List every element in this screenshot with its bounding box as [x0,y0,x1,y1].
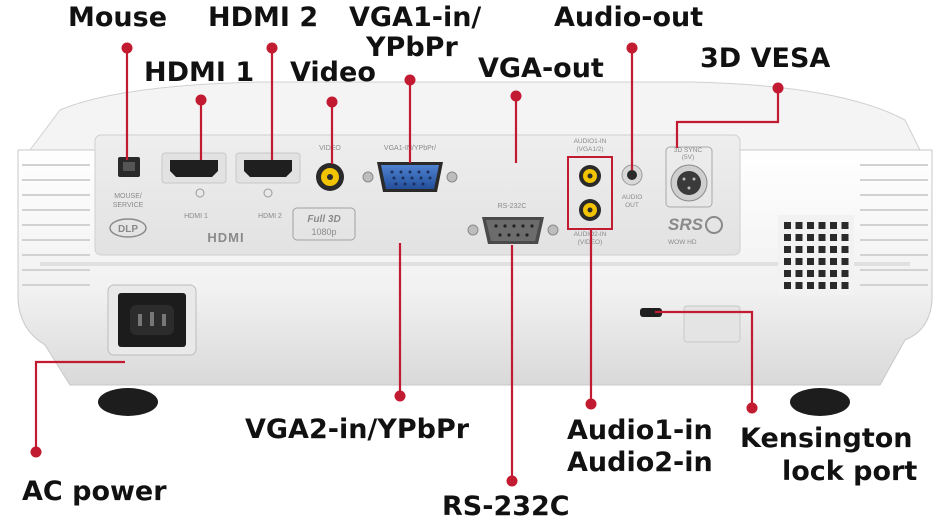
grille-hole [795,246,803,253]
grille-hole [830,270,837,277]
grille-hole [841,282,849,289]
audio2-in-jack [579,199,601,221]
grille-hole [784,282,791,289]
label-audio12-line1: Audio1-in [567,415,713,446]
audio1-panel-text: AUDIO1-IN [574,138,607,145]
hdmi1-panel-text: HDMI 1 [184,213,208,220]
audio1-panel-text-2: (VGA1/2) [576,146,603,153]
grille-hole [795,258,803,265]
label-mouse: Mouse [68,2,168,33]
grille-hole [830,258,837,265]
grille-hole [795,270,803,277]
audio-out-panel-text-2: OUT [625,202,639,209]
grille-hole [807,270,814,277]
label-vga2: VGA2-in/YPbPr [245,414,470,445]
grille-hole [830,222,837,229]
grille-hole [830,282,837,289]
grille-hole [795,234,803,241]
label-vga1-line2: YPbPr [366,32,458,63]
grille-hole [818,258,826,265]
label-video: Video [290,57,376,88]
grille-hole [830,234,837,241]
audio1-in-jack [579,165,601,187]
grille-hole [818,282,826,289]
svg-text:WOW HD: WOW HD [668,239,697,246]
label-ac-power: AC power [22,476,167,507]
svg-text:Full 3D: Full 3D [307,214,340,225]
grille-hole [830,246,837,253]
hdmi-logo: HDMI [207,230,244,245]
left-foot [98,388,158,416]
grille-hole [841,258,849,265]
audio-out-panel-text: AUDIO [622,194,643,201]
video-rca-jack [316,163,344,191]
leader-lines [34,48,780,481]
grille-hole [807,282,814,289]
leader-3d-vesa [675,88,780,148]
label-audio12-line2: Audio2-in [567,447,713,478]
grille-hole [784,222,791,229]
grille-hole [795,282,803,289]
grille-hole [841,246,849,253]
right-foot [790,388,850,416]
mouse-service-text: MOUSE/ [114,193,142,200]
grille-hole [841,270,849,277]
vesa-panel-text: 3D SYNC [674,147,702,154]
grille-hole [818,270,826,277]
dlp-logo: DLP [109,218,147,238]
vga1-port [362,162,458,192]
grille-hole [795,222,803,229]
svg-text:DLP: DLP [118,224,138,235]
leader-dots [30,42,784,487]
speaker-grille [778,215,854,295]
grille-hole [784,258,791,265]
grille-hole [818,246,826,253]
label-vga1-line1: VGA1-in/ [349,2,482,33]
ac-power-inlet [107,284,197,356]
grille-hole [807,258,814,265]
label-audio-out: Audio-out [554,2,704,33]
grille-hole [818,222,826,229]
label-kensington-line2: lock port [782,456,918,487]
svg-text:SRS: SRS [668,215,704,234]
hdmi1-port [161,152,227,198]
full3d-badge: Full 3D 1080p [292,207,356,241]
grille-hole [784,270,791,277]
hdmi2-port [235,152,301,198]
grille-hole [841,222,849,229]
kensington-slot [640,305,741,343]
label-hdmi2: HDMI 2 [208,2,319,33]
grille-hole [818,234,826,241]
grille-hole [784,246,791,253]
label-hdmi1: HDMI 1 [144,57,255,88]
srs-logo: SRS WOW HD [668,215,723,246]
grille-hole [807,234,814,241]
rs232c-port [467,217,559,244]
grille-hole [784,234,791,241]
video-panel-text: VIDEO [319,145,341,152]
mouse-service-text-2: SERVICE [113,202,144,209]
grille-hole [807,246,814,253]
label-rs232c: RS-232C [442,491,570,522]
leader-ac-power [34,360,125,452]
vesa-3d-port [665,146,713,208]
label-kensington-line1: Kensington [740,423,913,454]
grille-hole [841,234,849,241]
mouse-service-port [118,157,140,177]
leader-kensington [655,310,754,408]
hdmi2-panel-text: HDMI 2 [258,213,282,220]
grille-hole [807,222,814,229]
label-vga-out: VGA-out [478,53,604,84]
vesa-panel-text-2: (5V) [682,154,694,161]
svg-text:1080p: 1080p [311,227,336,237]
rs232c-panel-text: RS-232C [498,203,527,210]
label-3d-vesa: 3D VESA [700,43,831,74]
